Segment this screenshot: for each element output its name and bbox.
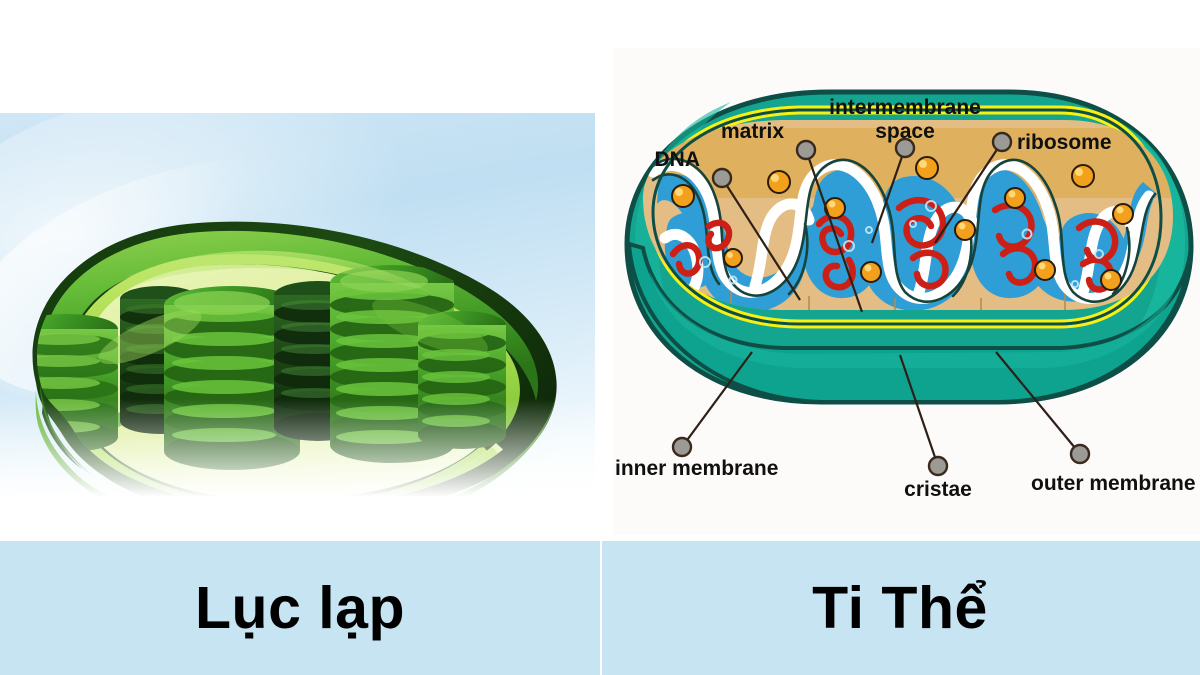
mitochondrion-card: DNA matrix intermembrane space ribosome … [613, 48, 1200, 535]
mitochondrion-interior [643, 120, 1173, 310]
mitochondrion-panel: DNA matrix intermembrane space ribosome … [600, 0, 1200, 541]
cristae-dot [927, 455, 949, 477]
chloroplast-front-lip [35, 250, 556, 519]
dna-dot [711, 167, 733, 189]
label-dna: DNA [655, 148, 701, 171]
label-intermembrane-space-line2: space [875, 120, 935, 143]
outer-membrane-dot [1069, 443, 1091, 465]
mitochondrion-illustration: DNA matrix intermembrane space ribosome … [615, 89, 1196, 501]
caption-cell-mitochondrion: Ti Thể [600, 541, 1200, 675]
label-cristae: cristae [904, 478, 972, 501]
chloroplast-scene [0, 113, 595, 519]
matrix-bubbles [699, 200, 1104, 288]
caption-mitochondrion: Ti Thể [812, 574, 988, 641]
matrix-dot [795, 139, 817, 161]
ribosomes [671, 156, 1134, 291]
ribosome-dot [991, 131, 1013, 153]
caption-chloroplast: Lục lạp [194, 574, 406, 641]
inner-membrane-dot [671, 436, 693, 458]
label-inner-membrane: inner membrane [615, 457, 778, 480]
caption-cell-chloroplast: Lục lạp [0, 541, 600, 675]
label-ribosome: ribosome [1017, 131, 1112, 154]
label-dots [671, 131, 1091, 477]
outer-membrane-front [626, 241, 1193, 404]
label-leader-lines [681, 141, 1081, 467]
intermembrane-space-dot [894, 137, 916, 159]
inner-membrane-edge [651, 108, 1163, 326]
label-intermembrane-space-line1: intermembrane [829, 96, 981, 119]
scene-bottom-fade [0, 399, 595, 519]
chloroplast-panel [0, 0, 600, 541]
label-outer-membrane: outer membrane [1031, 472, 1196, 495]
label-matrix: matrix [721, 120, 784, 143]
caption-band: Lục lạp Ti Thể [0, 541, 1200, 675]
